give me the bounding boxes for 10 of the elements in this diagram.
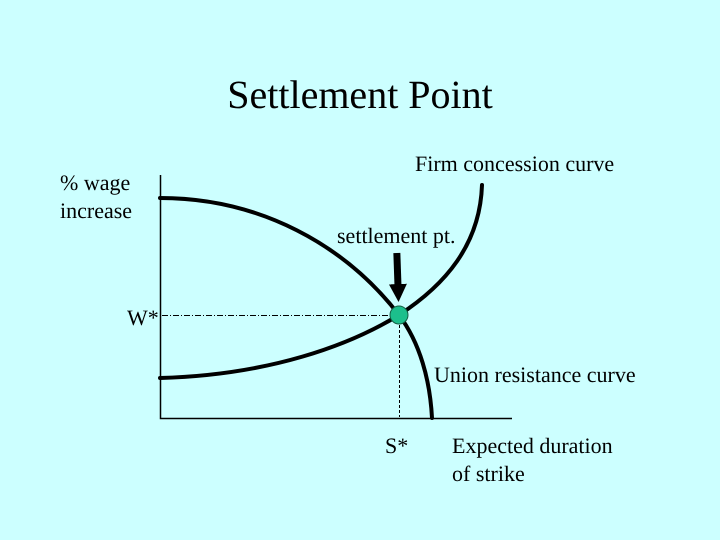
axis-label: Expected duration of strike — [452, 432, 614, 488]
arrow — [388, 252, 407, 302]
curve-label: Firm concession curve — [415, 150, 614, 178]
axis-label: % wage increase — [60, 169, 134, 225]
slide-title: Settlement Point — [227, 72, 493, 118]
curve-label: Union resistance curve — [434, 361, 636, 389]
point-label: settlement pt. — [337, 222, 456, 250]
point-marker-icon — [389, 305, 409, 325]
axis-value-label: S* — [385, 432, 408, 460]
axis-value-label: W* — [127, 304, 159, 332]
